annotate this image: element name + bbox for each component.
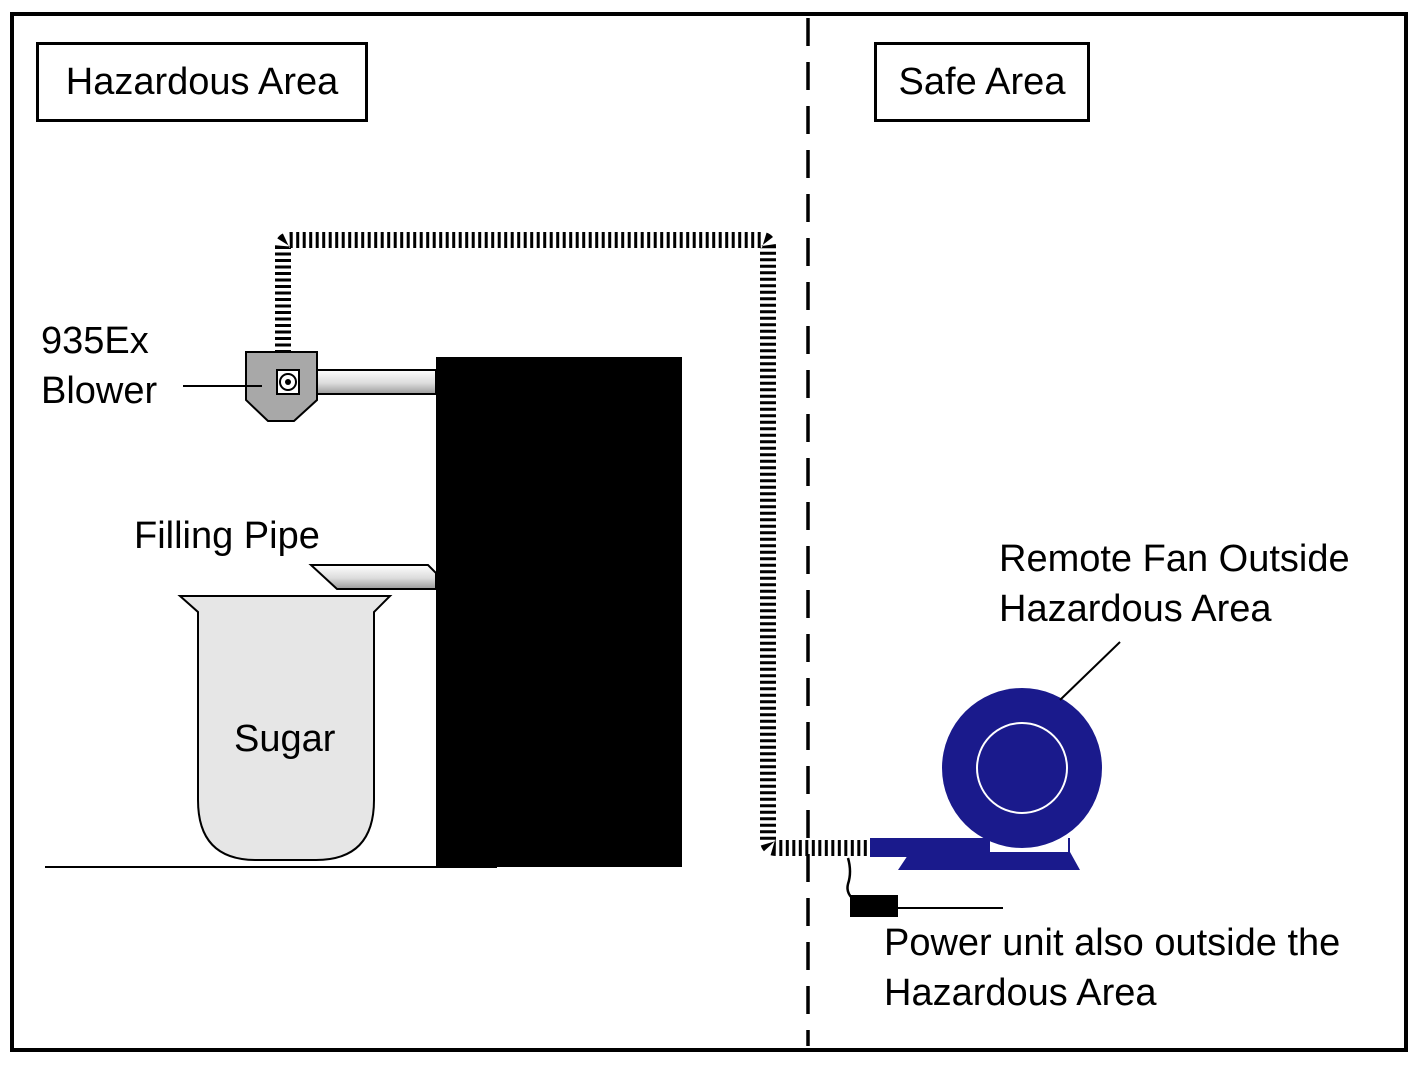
- safe-area-label: Safe Area: [874, 42, 1090, 122]
- sugar-container: [177, 595, 393, 861]
- fan-inlet-ring: [976, 722, 1068, 814]
- diagram-frame: [10, 12, 1408, 1052]
- power-cable: [846, 857, 853, 899]
- fan-leader: [1059, 641, 1121, 701]
- filling-machine: [436, 357, 682, 867]
- sugar-label: Sugar: [234, 718, 336, 760]
- power-unit-label-line1: Power unit also outside the: [884, 922, 1341, 964]
- fan-base: [898, 838, 1080, 870]
- blower-nozzle-center: [285, 379, 291, 385]
- power-unit: [850, 895, 898, 917]
- fan-housing: [942, 688, 1102, 848]
- flexible-hose: [275, 232, 870, 856]
- power-unit-label-line2: Hazardous Area: [884, 972, 1157, 1014]
- blower-label-line1: 935Ex: [41, 320, 149, 362]
- remote-fan-label-line1: Remote Fan Outside: [999, 538, 1350, 580]
- blower-label-line2: Blower: [41, 370, 158, 412]
- blower-tube: [295, 369, 437, 395]
- filling-pipe-label: Filling Pipe: [134, 515, 320, 557]
- filling-pipe: [308, 564, 437, 590]
- remote-fan-label-line2: Hazardous Area: [999, 588, 1272, 630]
- hazardous-area-label: Hazardous Area: [36, 42, 368, 122]
